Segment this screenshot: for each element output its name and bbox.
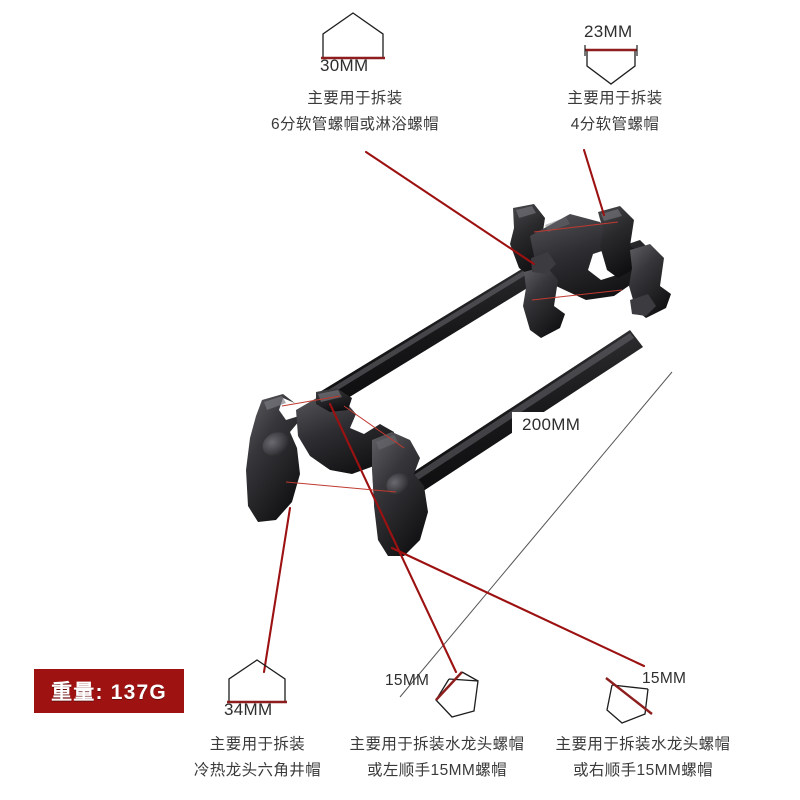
weight-badge: 重量: 137G: [34, 669, 184, 713]
caption-30mm-line1: 主要用于拆装: [307, 90, 403, 107]
dim-label-15mm-left: 15MM: [385, 672, 430, 689]
tool-head-upper-right: [510, 204, 671, 338]
leader-30mm: [364, 150, 536, 266]
leader-15mm-right: [390, 546, 646, 668]
tool-bar-lower: [392, 330, 643, 503]
caption-15mm-right: 主要用于拆装水龙头螺帽 或右顺手15MM螺帽: [543, 732, 743, 784]
caption-15mm-right-line2: 或右顺手15MM螺帽: [572, 762, 714, 779]
connector-upper-b: [531, 289, 623, 301]
caption-23mm-line1: 主要用于拆装: [567, 90, 663, 107]
shape-34mm-pentagon-up: [227, 659, 287, 704]
connector-lower-b: [343, 405, 405, 449]
connector-upper-a: [533, 221, 619, 233]
caption-15mm-left-line2: 或左顺手15MM螺帽: [366, 762, 508, 779]
dim-label-15mm-right: 15MM: [642, 670, 687, 687]
leader-15mm-left: [328, 402, 458, 674]
caption-30mm-line2: 6分软管螺帽或淋浴螺帽: [270, 116, 440, 133]
dim-label-overall-200mm: 200MM: [522, 415, 581, 434]
caption-30mm: 主要用于拆装 6分软管螺帽或淋浴螺帽: [250, 86, 460, 138]
shape-23mm-pentagon-down: [584, 45, 638, 85]
dim-label-23mm: 23MM: [584, 22, 633, 41]
dim-label-34mm: 34MM: [224, 700, 273, 719]
weight-badge-text: 重量: 137G: [51, 681, 167, 704]
shape-15mm-left-pentagon: [435, 671, 479, 718]
leader-23mm: [582, 148, 606, 217]
caption-23mm: 主要用于拆装 4分软管螺帽: [510, 86, 720, 138]
leader-34mm: [262, 506, 292, 674]
caption-15mm-right-line1: 主要用于拆装水龙头螺帽: [555, 736, 731, 753]
shape-30mm-pentagon-up: [321, 12, 385, 60]
caption-15mm-left-line1: 主要用于拆装水龙头螺帽: [349, 736, 525, 753]
connector-lower-a: [281, 395, 341, 407]
caption-34mm-line2: 冷热龙头六角井帽: [193, 762, 322, 779]
caption-34mm: 主要用于拆装 冷热龙头六角井帽: [160, 732, 355, 784]
caption-15mm-left: 主要用于拆装水龙头螺帽 或左顺手15MM螺帽: [337, 732, 537, 784]
dim-label-30mm: 30MM: [320, 56, 369, 75]
tool-bar-upper: [318, 253, 560, 409]
caption-23mm-line2: 4分软管螺帽: [570, 116, 660, 133]
tool-head-lower-left: [246, 388, 428, 556]
caption-34mm-line1: 主要用于拆装: [209, 736, 306, 753]
connector-lower-c: [285, 481, 397, 493]
